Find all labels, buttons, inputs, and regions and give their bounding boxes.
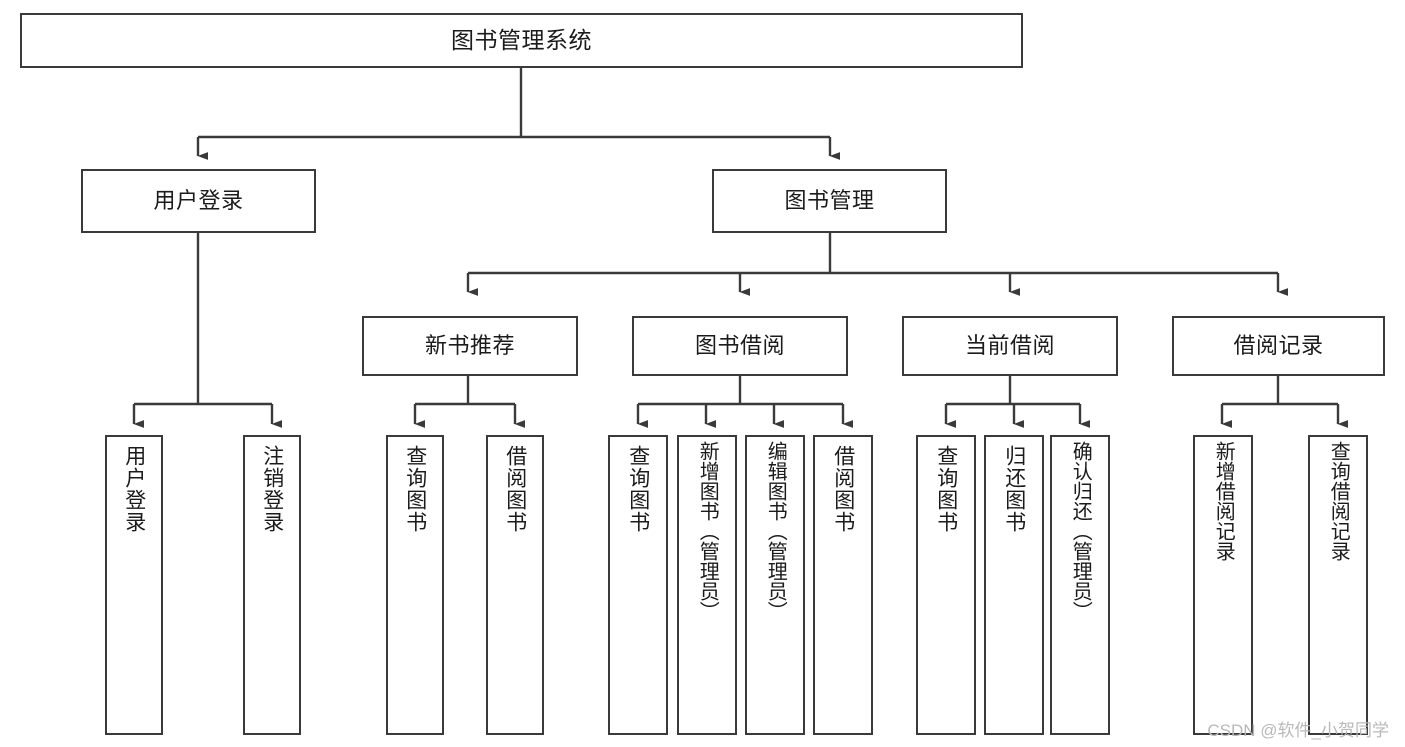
node-label: 新书推荐 xyxy=(424,333,515,359)
csdn-watermark: CSDN @软件_小贺同学 xyxy=(1207,721,1389,740)
node-leaf-add-book[interactable]: 新增图书（管理员） xyxy=(677,435,737,735)
node-label: 图书借阅 xyxy=(694,333,785,359)
node-book-management[interactable]: 图书管理 xyxy=(712,169,947,233)
node-root-system[interactable]: 图书管理系统 xyxy=(20,13,1023,68)
node-label: 图书管理系统 xyxy=(451,27,592,54)
node-label: 新增借阅记录 xyxy=(1212,441,1235,561)
node-leaf-query-book-2[interactable]: 查询图书 xyxy=(608,435,668,735)
node-label: 当前借阅 xyxy=(964,333,1055,359)
node-label: 借阅图书 xyxy=(503,445,527,533)
node-leaf-add-record[interactable]: 新增借阅记录 xyxy=(1193,435,1253,735)
node-label: 编辑图书（管理员） xyxy=(764,441,787,621)
node-new-book-recommend[interactable]: 新书推荐 xyxy=(362,316,578,376)
node-current-borrow[interactable]: 当前借阅 xyxy=(902,316,1118,376)
node-borrow-record[interactable]: 借阅记录 xyxy=(1172,316,1385,376)
node-label: 借阅图书 xyxy=(831,445,855,533)
node-label: 确认归还（管理员） xyxy=(1069,441,1092,621)
node-leaf-return-book[interactable]: 归还图书 xyxy=(984,435,1044,735)
node-leaf-confirm-return[interactable]: 确认归还（管理员） xyxy=(1050,435,1110,735)
node-label: 图书管理 xyxy=(784,188,875,214)
node-leaf-query-book-3[interactable]: 查询图书 xyxy=(916,435,976,735)
node-label: 查询借阅记录 xyxy=(1327,441,1350,561)
node-label: 用户登录 xyxy=(122,445,146,533)
node-leaf-logout[interactable]: 注销登录 xyxy=(243,435,301,735)
node-user-login[interactable]: 用户登录 xyxy=(81,169,316,233)
node-book-borrow[interactable]: 图书借阅 xyxy=(632,316,848,376)
node-leaf-borrow-book-1[interactable]: 借阅图书 xyxy=(486,435,544,735)
node-label: 用户登录 xyxy=(153,188,244,214)
node-leaf-user-login[interactable]: 用户登录 xyxy=(105,435,163,735)
node-label: 注销登录 xyxy=(260,445,284,533)
node-label: 借阅记录 xyxy=(1233,333,1324,359)
node-label: 查询图书 xyxy=(626,445,650,533)
node-label: 归还图书 xyxy=(1002,445,1026,533)
node-label: 查询图书 xyxy=(403,445,427,533)
node-leaf-edit-book[interactable]: 编辑图书（管理员） xyxy=(745,435,805,735)
node-leaf-query-record[interactable]: 查询借阅记录 xyxy=(1308,435,1368,735)
node-label: 查询图书 xyxy=(934,445,958,533)
node-leaf-borrow-book-2[interactable]: 借阅图书 xyxy=(813,435,873,735)
node-label: 新增图书（管理员） xyxy=(696,441,719,621)
node-leaf-query-book-1[interactable]: 查询图书 xyxy=(386,435,444,735)
